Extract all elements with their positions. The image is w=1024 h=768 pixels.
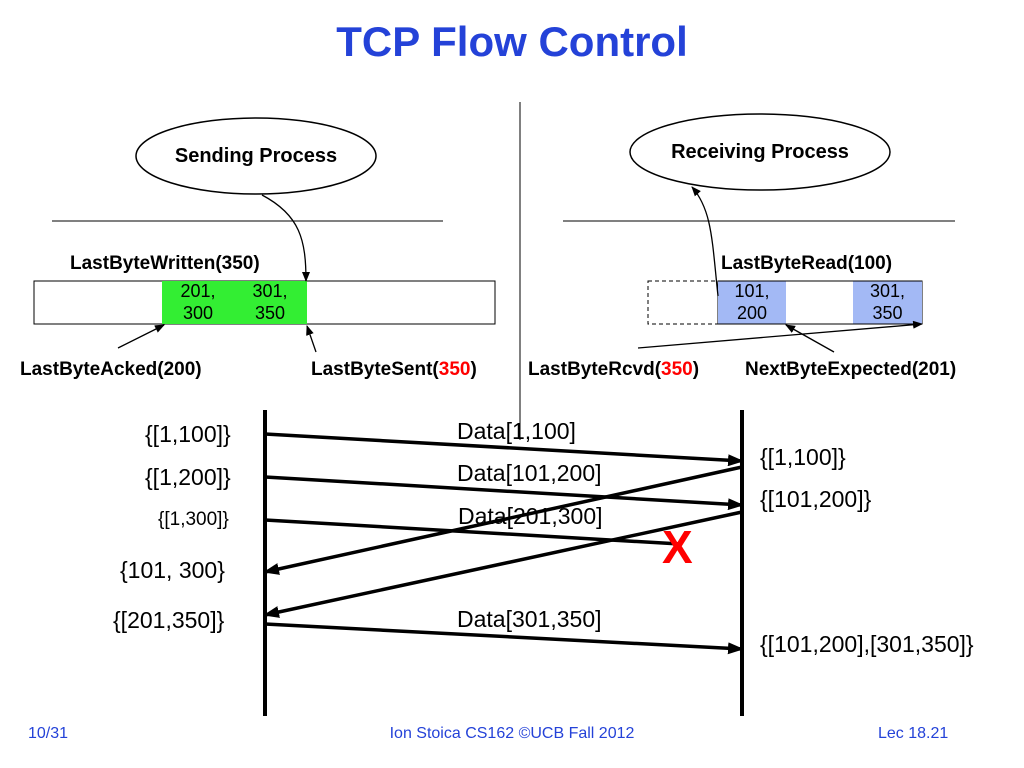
receiver-buffer-block-2 <box>853 281 922 324</box>
sender-cell-2-end: 350 <box>254 303 286 323</box>
receiver-cell-1: 101, 200 <box>718 280 786 324</box>
last-byte-rcvd-value: 350 <box>661 359 693 380</box>
last-byte-sent-arrow <box>306 325 317 353</box>
sender-cell-1-end: 300 <box>182 303 214 323</box>
slide-title: TCP Flow Control <box>336 18 688 65</box>
write-arrow <box>261 194 310 282</box>
footer-lecture: Lec 18.21 <box>878 725 949 742</box>
message-label-2: Data[101,200] <box>457 460 602 486</box>
ack-1-arrow <box>263 465 743 575</box>
last-byte-sent-prefix: LastByteSent( <box>311 359 439 380</box>
footer-page-number: 10/31 <box>28 725 69 742</box>
receiver-buffer-block-1 <box>718 281 786 324</box>
last-byte-rcvd-prefix: LastByteRcvd( <box>528 359 662 380</box>
last-byte-rcvd-arrow <box>637 320 923 349</box>
sending-process-label: Sending Process <box>174 145 338 167</box>
last-byte-rcvd-label: LastByteRcvd(350) <box>528 359 699 381</box>
last-byte-acked-arrow <box>117 324 165 349</box>
sender-set-3: {[1,300]} <box>158 509 229 530</box>
sender-set-4: {101, 300} <box>120 557 225 583</box>
read-arrow <box>691 186 719 297</box>
receiving-process-label: Receiving Process <box>671 141 849 163</box>
footer-course: Ion Stoica CS162 ©UCB Fall 2012 <box>389 725 635 742</box>
receiver-cell-2: 301, 350 <box>853 280 922 324</box>
last-byte-sent-suffix: ) <box>470 359 477 380</box>
sender-cell-2-start: 301, <box>252 281 288 301</box>
data-101-200-arrow <box>264 475 744 511</box>
sender-set-1: {[1,100]} <box>145 421 231 447</box>
last-byte-acked-label: LastByteAcked(200) <box>20 359 202 380</box>
sending-process-ellipse <box>135 117 377 195</box>
receiver-set-1: {[1,100]} <box>760 444 846 470</box>
last-byte-read-label: LastByteRead(100) <box>721 253 893 274</box>
sender-buffer-filled <box>162 281 307 324</box>
ack-2-arrow <box>263 510 743 618</box>
last-byte-sent-value: 350 <box>438 359 471 380</box>
message-label-3: Data[201,300] <box>458 503 603 529</box>
sender-cell-1: 201, 300 <box>162 280 234 324</box>
receiver-buffer-read-region <box>647 280 719 325</box>
data-301-350-arrow <box>264 622 744 655</box>
receiver-cell-1-start: 101, <box>734 281 770 301</box>
receiver-cell-1-end: 200 <box>736 303 768 323</box>
receiver-cell-2-end: 350 <box>872 303 903 323</box>
next-byte-expected-label: NextByteExpected(201) <box>745 359 957 380</box>
sender-set-5: {[201,350]} <box>113 607 225 633</box>
last-byte-written-label: LastByteWritten(350) <box>70 253 260 274</box>
sender-cell-1-start: 201, <box>180 281 216 301</box>
sender-cell-2: 301, 350 <box>234 280 306 324</box>
last-byte-rcvd-suffix: ) <box>692 359 700 380</box>
lost-packet-icon: X <box>662 521 693 573</box>
next-byte-expected-arrow <box>785 324 835 353</box>
last-byte-sent-label: LastByteSent(350) <box>311 359 477 381</box>
receiver-set-3: {[101,200],[301,350]} <box>760 631 974 657</box>
receiver-set-2: {[101,200]} <box>760 486 872 512</box>
receiving-process-ellipse <box>629 113 891 191</box>
data-1-100-arrow <box>264 432 744 467</box>
receiver-cell-2-start: 301, <box>869 281 906 301</box>
message-label-4: Data[301,350] <box>457 606 602 632</box>
message-label-1: Data[1,100] <box>457 418 576 444</box>
sender-set-2: {[1,200]} <box>145 464 231 490</box>
